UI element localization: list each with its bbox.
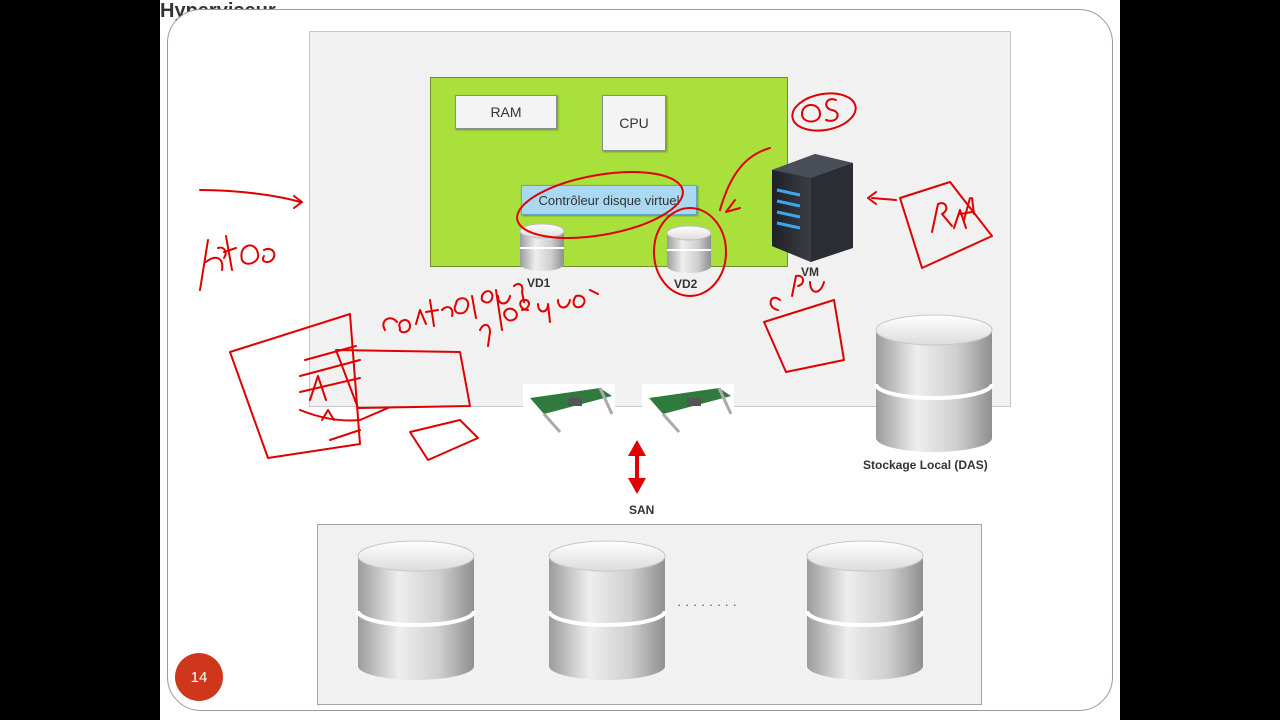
vd2-label: VD2 xyxy=(674,277,698,291)
annotation-hote xyxy=(199,235,276,291)
san-label: SAN xyxy=(629,503,655,517)
annotation-cpu-text xyxy=(769,274,825,311)
ram-box: RAM xyxy=(455,95,557,129)
annotation-ram-box xyxy=(899,181,993,269)
diagram-graphics xyxy=(519,154,994,494)
local-storage-label: Stockage Local (DAS) xyxy=(863,458,988,472)
network-card-icon xyxy=(523,384,615,436)
annotation-arrow xyxy=(719,147,771,211)
slide: RAM CPU Contrôleur disque virtuel xyxy=(160,0,1120,720)
annotation-ram-text xyxy=(931,197,975,233)
san-ellipsis: · · · · · · · · xyxy=(677,597,737,612)
cpu-box: CPU xyxy=(602,95,666,151)
san-disk-icon xyxy=(805,540,925,680)
vd1-label: VD1 xyxy=(527,276,551,290)
san-disks xyxy=(356,540,925,680)
virtual-disk-vd1-icon xyxy=(519,223,565,271)
vm-label: VM xyxy=(801,265,819,279)
page-number-badge: 14 xyxy=(175,653,223,701)
local-storage-icon xyxy=(874,314,994,452)
annotation-controleur xyxy=(382,283,525,334)
virtual-disk-vd2-icon xyxy=(666,225,712,273)
annotation-circle-vd2 xyxy=(653,207,727,297)
san-disk-icon xyxy=(356,540,476,680)
virtual-disk-controller: Contrôleur disque virtuel xyxy=(521,185,697,215)
handwritten-annotations xyxy=(199,92,993,461)
san-disk-icon xyxy=(547,540,667,680)
san-double-arrow-icon xyxy=(628,440,646,494)
annotation-host-sketch xyxy=(229,313,361,459)
network-card-icon xyxy=(642,384,734,436)
annotation-circle-controller xyxy=(516,171,684,239)
annotation-cpu-box xyxy=(763,299,845,373)
annotation-os-circle xyxy=(791,92,857,132)
server-icon xyxy=(772,154,853,262)
